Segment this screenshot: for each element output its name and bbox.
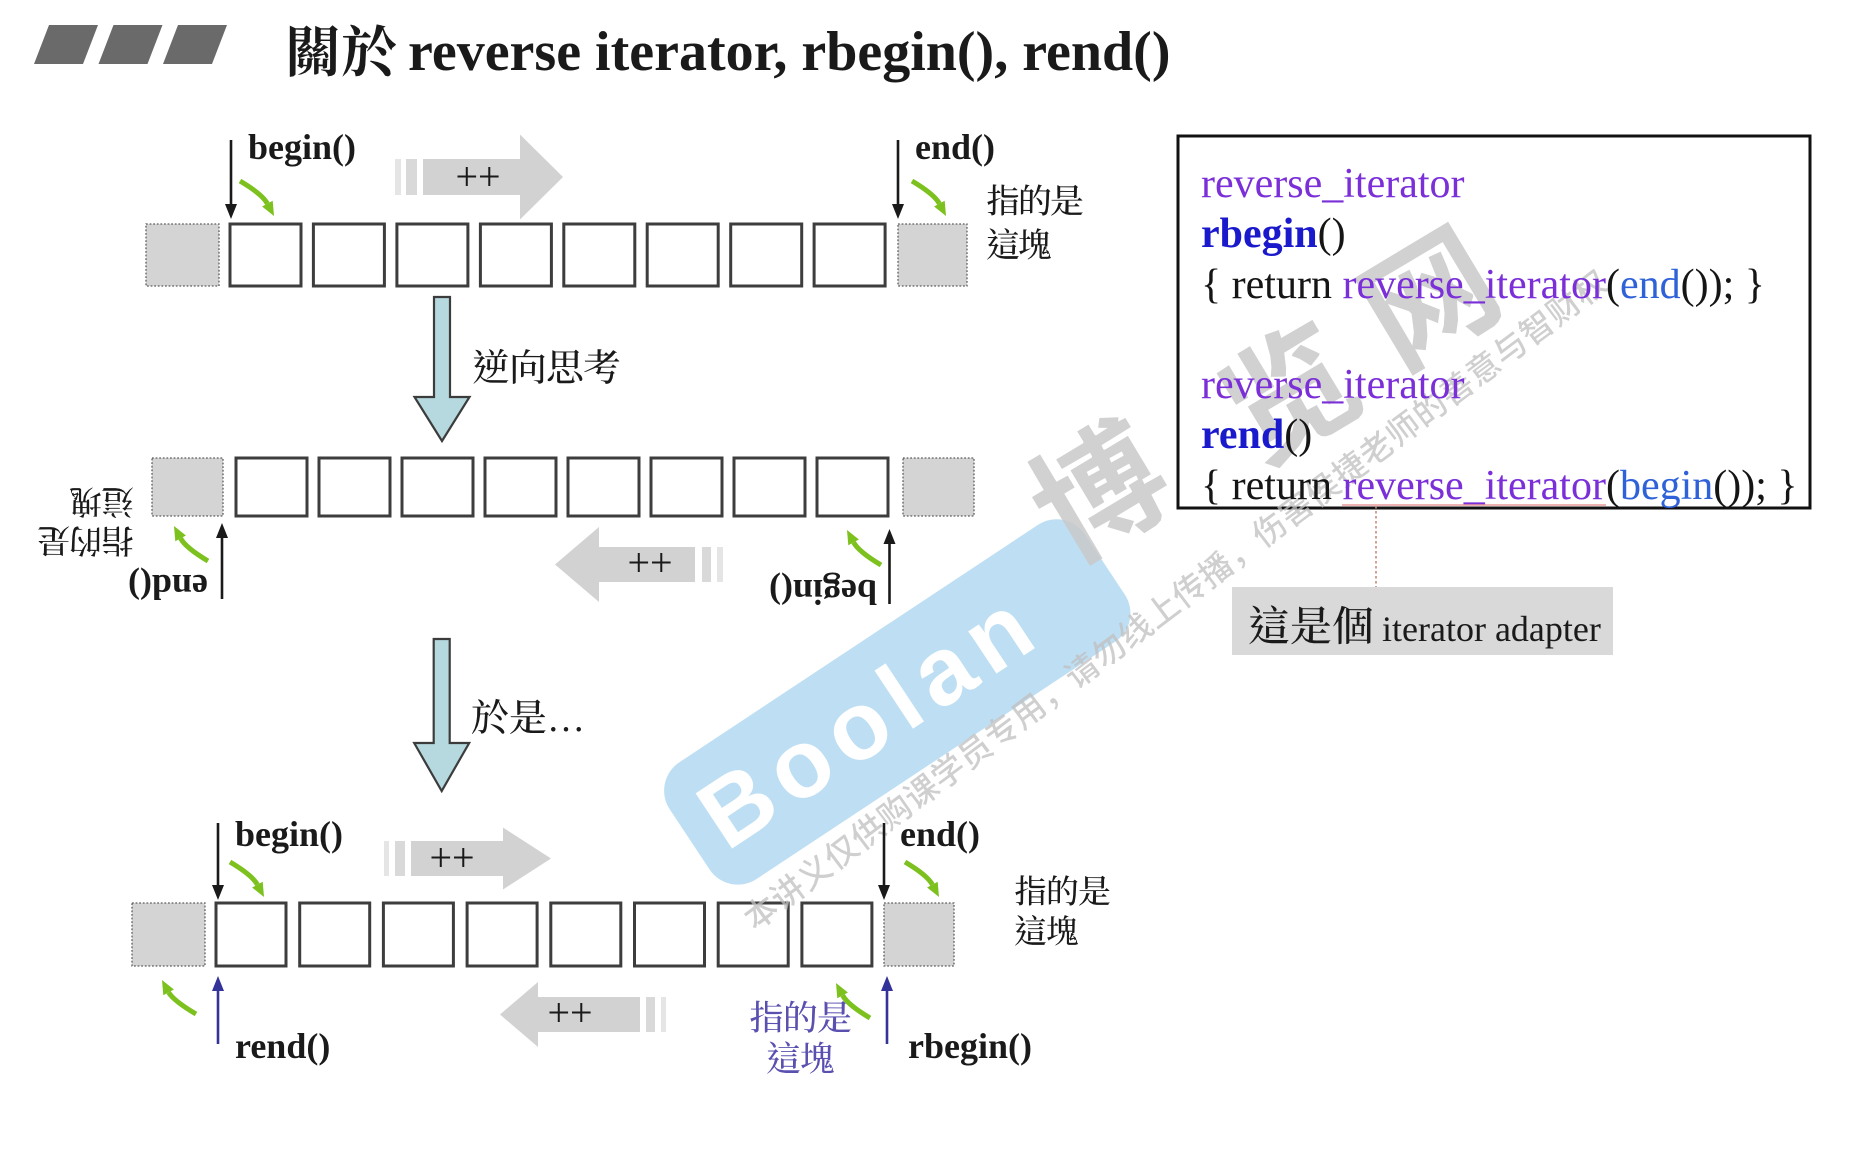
svg-text:end(): end(): [128, 567, 208, 607]
svg-text:reverse_iterator: reverse_iterator: [1201, 362, 1465, 408]
svg-text:end(): end(): [900, 814, 980, 854]
svg-text:begin(): begin(): [248, 127, 356, 167]
svg-text:rbegin(): rbegin(): [908, 1026, 1032, 1066]
svg-text:++: ++: [627, 540, 672, 585]
svg-text:reverse_iterator: reverse_iterator: [1201, 161, 1465, 207]
svg-text:{ return reverse_iterator(begi: { return reverse_iterator(begin()); }: [1201, 463, 1798, 509]
svg-text:rbegin(): rbegin(): [1201, 211, 1346, 257]
svg-text:++: ++: [429, 835, 474, 880]
svg-text:{ return reverse_iterator(end(: { return reverse_iterator(end()); }: [1201, 262, 1765, 308]
svg-text:end(): end(): [915, 127, 995, 167]
svg-text:++: ++: [547, 990, 592, 1035]
svg-text:reverse iterator, rbegin(), re: reverse iterator, rbegin(), rend(): [408, 21, 1170, 83]
svg-text:rend(): rend(): [1201, 412, 1312, 458]
svg-text:++: ++: [455, 154, 500, 199]
svg-text:…: …: [547, 698, 585, 740]
svg-text:begin(): begin(): [235, 814, 343, 854]
svg-text:begin(): begin(): [769, 572, 877, 612]
svg-text:rend(): rend(): [235, 1026, 330, 1066]
svg-text:iterator adapter: iterator adapter: [1382, 609, 1601, 649]
